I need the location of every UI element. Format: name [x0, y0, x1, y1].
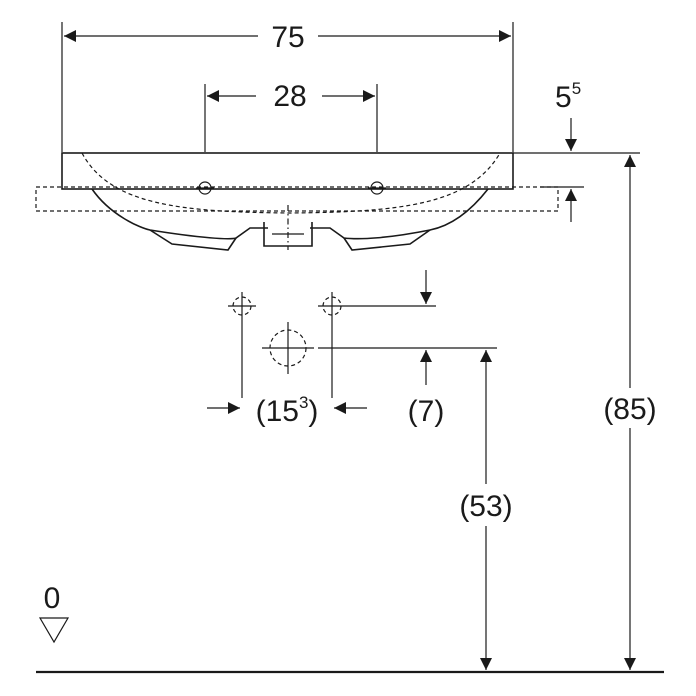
label-total-height: (85)	[603, 393, 656, 426]
drain-fitting-left	[228, 292, 256, 398]
label-drain-height: (53)	[459, 490, 512, 523]
basin-outline	[35, 152, 559, 251]
dimension-drain-spacing: (153)	[207, 393, 367, 428]
floor-level-triangle-icon	[38, 617, 70, 644]
dimension-tap-spacing: 28	[204, 80, 378, 152]
dimension-overall-width: 75	[61, 21, 514, 152]
label-drain-offset: (7)	[408, 395, 445, 428]
label-overall-width: 75	[271, 21, 304, 54]
dimension-drain-offset: (7)	[408, 270, 445, 428]
label-tap-spacing: 28	[273, 80, 306, 113]
drain-fitting-right	[318, 292, 436, 398]
label-rim-height: 55	[555, 79, 581, 114]
dimension-total-height: (85)	[603, 155, 657, 670]
label-drain-spacing: (153)	[256, 393, 319, 428]
dimension-rim-height: 55	[513, 79, 640, 222]
floor-reference: 0	[36, 582, 664, 674]
drain-fitting-center	[262, 322, 497, 374]
dimension-drain-height: (53)	[459, 350, 513, 670]
label-floor-level: 0	[44, 582, 61, 615]
